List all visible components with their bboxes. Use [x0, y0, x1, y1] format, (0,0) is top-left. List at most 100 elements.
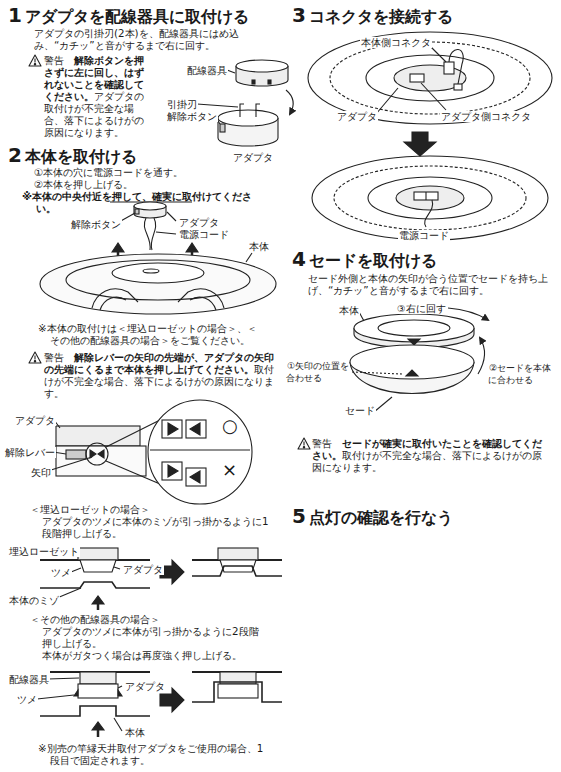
push-arrow [112, 243, 124, 252]
part-label: ツメ [50, 567, 72, 578]
step-heading: アダプタを配線器具に取付ける [25, 7, 249, 26]
step-number: 2 [8, 143, 22, 167]
fixture-top-view [414, 192, 438, 200]
leader-line [37, 695, 74, 699]
text-block: ツメ [50, 566, 72, 579]
warning-icon [34, 356, 35, 360]
text-block: × [222, 460, 237, 480]
zoom-circle [168, 423, 178, 435]
step-arrow [404, 132, 436, 156]
step-heading: コネクタを接続する [309, 7, 453, 26]
part-label: アダプタ [14, 415, 56, 426]
text-block: 1アダプタを配線器具に取付ける [8, 4, 249, 28]
zoom-circle [190, 423, 200, 435]
hands [100, 297, 126, 310]
step-heading: セードを取付ける [309, 251, 437, 270]
text-block: ①矢印の位置を合わせる [286, 360, 350, 384]
leader-line [376, 88, 398, 114]
leader-line [51, 420, 160, 484]
device-before [118, 690, 122, 696]
fixture-body [66, 260, 250, 300]
part-label: 解除ボタン [166, 111, 218, 122]
text-block: アダプタ [122, 563, 164, 576]
warning-label: 警告 [44, 351, 64, 363]
text-block: 警告解除ボタンを押さずに左に回し、はずれないことを確認してください。アダプタの取… [44, 54, 150, 138]
text-block: アダプタの引掛刃(2本)を、配線器具にはめ込み、“カチッ”と音がするまで右に回す… [34, 27, 269, 51]
step-number: 3 [292, 3, 306, 27]
adapter-side-view [66, 450, 86, 459]
fixture-body [143, 269, 159, 273]
text-block: 解除ボタン [166, 110, 218, 123]
text-block: ○ [222, 416, 238, 436]
rosette-after [192, 548, 282, 576]
leader-line [156, 232, 176, 234]
fixture-top-view [334, 166, 526, 230]
text-block: ※本体の中央付近を押して、確実に取付けてください。 [22, 190, 262, 214]
rosette-after [218, 548, 258, 560]
rotate-arrow [448, 308, 488, 374]
hands [178, 289, 224, 308]
text-block: 矢印 [30, 466, 52, 479]
instruction-text: アダプタのツメに本体のミゾが引っ掛かるように1段階押し上げる。 [42, 515, 269, 539]
leader-line [197, 104, 238, 107]
text-block: アダプタ [124, 680, 166, 693]
rotate-arrow [478, 338, 485, 374]
fixture-top-view [425, 200, 433, 227]
power-cord [151, 218, 156, 250]
text-block: 解除レバー [4, 446, 56, 459]
warning-icon [303, 442, 304, 446]
text-block: ③右に回す [396, 302, 447, 315]
zoom-circle [148, 400, 252, 504]
leader-line [118, 686, 122, 688]
hands [92, 289, 224, 310]
device-before [80, 672, 116, 684]
note-text: ※本体の中央付近を押して、確実に取付けてください。 [22, 190, 252, 214]
rosette-after [192, 566, 282, 576]
step-number: 5 [292, 504, 306, 528]
case-heading: ＜埋込ローゼットの場合＞ [30, 503, 150, 515]
instruction-text: ②本体を押し上げる。 [34, 178, 133, 190]
fixture-body [40, 254, 276, 314]
text-block: 引掛刃 [166, 98, 198, 111]
zoom-circle [148, 400, 252, 504]
fixture-top-view [449, 49, 463, 84]
text-block: 警告解除レバーの矢印の先端が、アダプタの矢印の先端にくるまで本体を押し上げてくだ… [44, 351, 276, 399]
text-block: ※別売の竿縁天井取付アダプタをご使用の場合、1段目で固定されます。 [38, 742, 268, 766]
part-label: アダプタ [124, 681, 166, 692]
fixture-top-view [454, 84, 462, 90]
text-block: ①本体の穴に電源コードを通す。 [34, 166, 183, 178]
device-before [78, 684, 118, 698]
warning-icon [298, 438, 310, 449]
text-block: セード [344, 404, 376, 417]
device-after [192, 682, 282, 702]
leader-line [37, 678, 122, 731]
text-block: ※本体の取付けは＜埋込ローゼットの場合＞、＜その他の配線器具の場合＞をご覧くださ… [38, 322, 262, 346]
text-block: アダプタ側コネクタ [440, 110, 532, 123]
adapter [256, 104, 260, 117]
illustration [29, 32, 552, 737]
wiring-device [236, 60, 288, 86]
device-after [218, 684, 258, 698]
fixture-top-view [396, 186, 464, 210]
rotate-arrow [448, 308, 488, 320]
part-label: 本体 [124, 727, 146, 738]
device-before [40, 706, 150, 716]
ceiling-adapter [110, 202, 192, 218]
warning-label: 警告 [44, 54, 64, 66]
part-label: アダプタ [336, 111, 378, 122]
part-label: 解除ボタン [70, 219, 122, 230]
rosette-before [40, 582, 150, 588]
leader-line [114, 718, 122, 731]
leader-line [227, 70, 235, 73]
fixture-top-view [410, 74, 424, 82]
text-block: アダプタのツメに本体のミゾが引っ掛かるように1段階押し上げる。 [42, 515, 272, 539]
text-block: アダプタ [178, 216, 220, 229]
text-block: ツメ [16, 693, 38, 706]
adapter-side-view [98, 450, 104, 458]
fixture-top-view [425, 192, 426, 200]
fixture-body [408, 339, 420, 345]
fixture-top-view [330, 42, 530, 114]
step-number: 4 [292, 247, 306, 271]
power-cord [144, 218, 150, 250]
instruction-text: セード外側と本体の矢印が合う位置でセードを持ち上げ、“カチッ”と音がするまで右に… [308, 272, 548, 296]
